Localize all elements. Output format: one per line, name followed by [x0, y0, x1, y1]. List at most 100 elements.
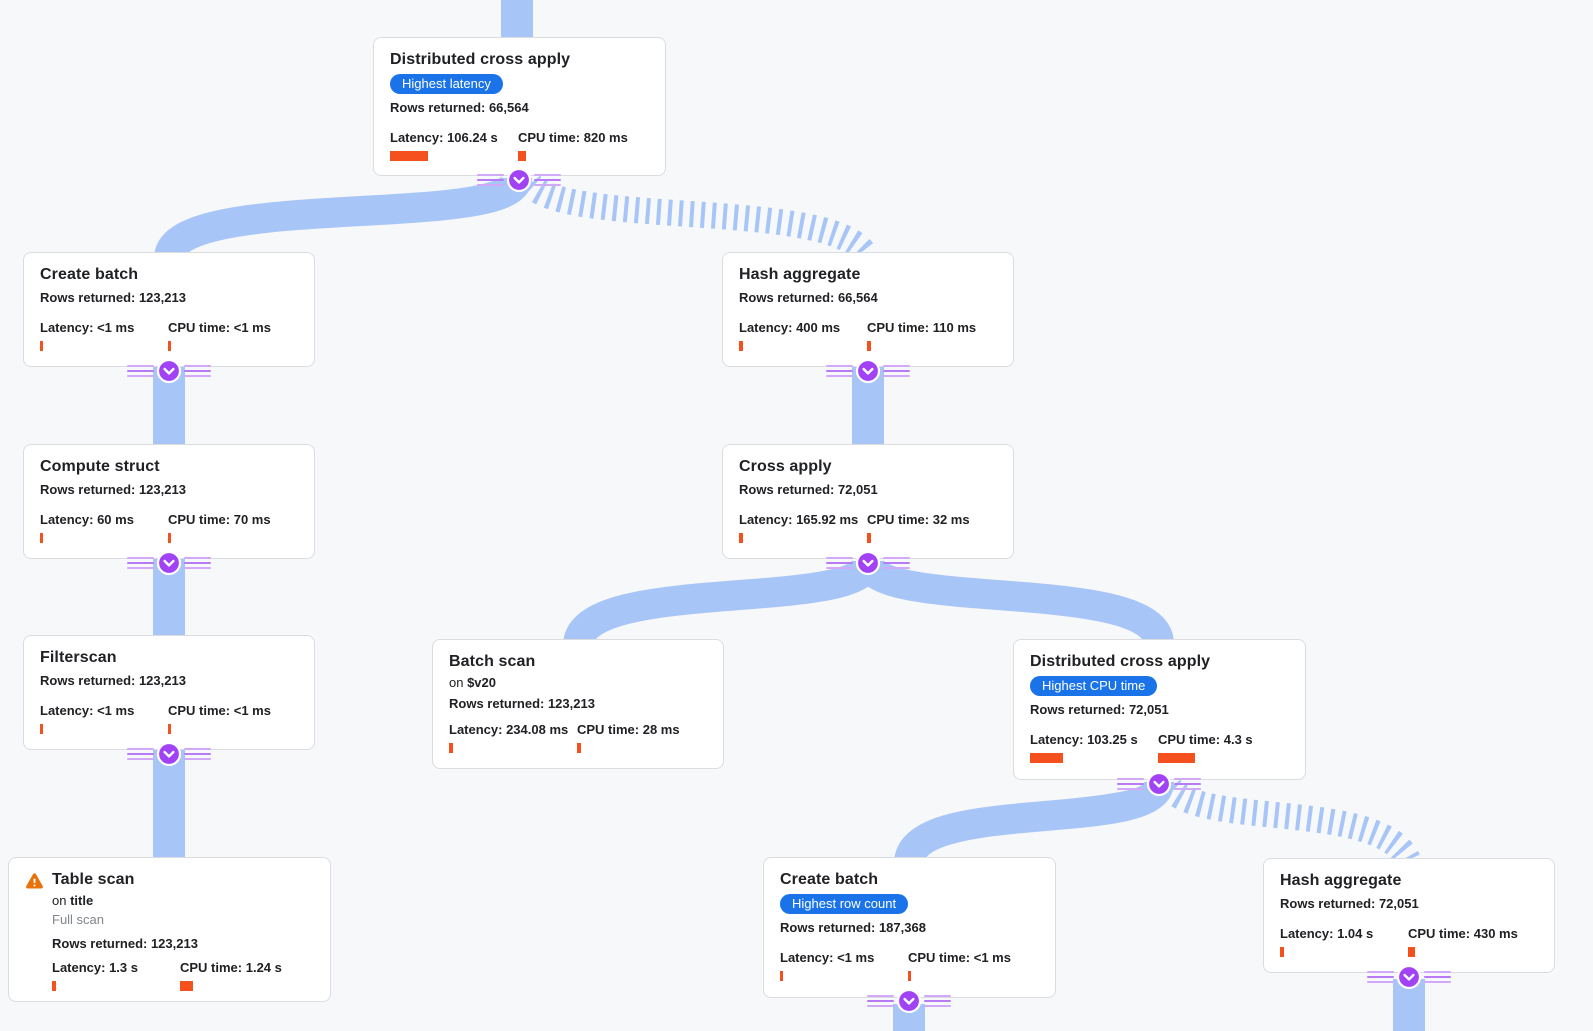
plan-node-distributed-cross-apply-right[interactable]: Distributed cross apply Highest CPU time…: [1013, 639, 1306, 780]
cpu-bar: [168, 341, 171, 351]
edge-dca-to-create-batch: [894, 778, 1174, 867]
cpu-bar: [867, 341, 871, 351]
cpu-bar: [168, 724, 171, 734]
cpu-bar: [577, 743, 581, 753]
cpu-metric: CPU time: 32 ms: [867, 512, 997, 543]
cpu-metric: CPU time: <1 ms: [168, 703, 298, 734]
cpu-metric: CPU time: 4.3 s: [1158, 732, 1289, 763]
expander-lines-right: [1424, 971, 1451, 983]
chevron-down-circle-icon: [855, 358, 881, 384]
node-title: Compute struct: [40, 458, 160, 475]
chevron-down-circle-icon: [855, 550, 881, 576]
chevron-down-circle-icon: [156, 358, 182, 384]
node-title: Create batch: [780, 871, 879, 888]
plan-node-hash-aggregate-bottom[interactable]: Hash aggregate Rows returned: 72,051 Lat…: [1263, 858, 1555, 973]
latency-metric: Latency: 1.04 s: [1280, 926, 1408, 957]
node-title: Distributed cross apply: [1030, 653, 1211, 670]
edge-root-to-create-batch: [154, 173, 532, 262]
highest-row-count-badge: Highest row count: [780, 894, 909, 914]
expander-lines-left: [867, 995, 894, 1007]
rows-returned: Rows returned: 66,564: [390, 100, 529, 115]
scan-target: on title: [52, 893, 94, 908]
expander-lines-right: [184, 557, 211, 569]
expander-lines-left: [127, 748, 154, 760]
plan-node-create-batch-bottom[interactable]: Create batch Highest row count Rows retu…: [763, 857, 1056, 998]
latency-metric: Latency: 60 ms: [40, 512, 168, 543]
chevron-down-circle-icon: [156, 550, 182, 576]
plan-node-compute-struct[interactable]: Compute struct Rows returned: 123,213 La…: [23, 444, 315, 559]
expander-lines-left: [477, 174, 504, 186]
node-title: Filterscan: [40, 649, 117, 666]
edge-cross-apply-to-batch-scan: [563, 557, 883, 649]
latency-bar: [40, 724, 43, 734]
rows-returned: Rows returned: 123,213: [449, 696, 595, 711]
expander-lines-left: [127, 365, 154, 377]
scan-target: on $v20: [449, 675, 496, 690]
plan-node-cross-apply[interactable]: Cross apply Rows returned: 72,051 Latenc…: [722, 444, 1014, 559]
latency-metric: Latency: 165.92 ms: [739, 512, 867, 543]
collapse-node-button-hash-aggregate-bottom[interactable]: [1367, 964, 1451, 990]
cpu-bar: [180, 981, 193, 991]
collapse-node-button-cross-apply[interactable]: [826, 550, 910, 576]
collapse-node-button-hash-aggregate-top[interactable]: [826, 358, 910, 384]
latency-bar: [52, 981, 56, 991]
node-title: Cross apply: [739, 458, 832, 475]
collapse-node-button-create-batch-left[interactable]: [127, 358, 211, 384]
expander-lines-left: [127, 557, 154, 569]
rows-returned: Rows returned: 72,051: [1280, 896, 1419, 911]
cpu-metric: CPU time: 28 ms: [577, 722, 707, 753]
edge-cross-apply-to-dca: [853, 556, 1175, 648]
latency-bar: [449, 743, 453, 753]
edge-dca-to-hash-aggregate: [1159, 778, 1420, 867]
plan-node-hash-aggregate-top[interactable]: Hash aggregate Rows returned: 66,564 Lat…: [722, 252, 1014, 367]
cpu-metric: CPU time: <1 ms: [908, 950, 1039, 981]
plan-node-filterscan[interactable]: Filterscan Rows returned: 123,213 Latenc…: [23, 635, 315, 750]
cpu-bar: [867, 533, 871, 543]
scan-type: Full scan: [52, 912, 105, 927]
chevron-down-circle-icon: [1146, 771, 1172, 797]
plan-node-distributed-cross-apply-root[interactable]: Distributed cross apply Highest latency …: [373, 37, 666, 176]
latency-metric: Latency: 1.3 s: [52, 960, 180, 991]
expander-lines-right: [534, 174, 561, 186]
cpu-bar: [1408, 947, 1415, 957]
expander-lines-left: [1367, 971, 1394, 983]
expander-lines-right: [883, 365, 910, 377]
chevron-down-circle-icon: [1396, 964, 1422, 990]
collapse-node-button-compute-struct[interactable]: [127, 550, 211, 576]
node-title: Table scan: [52, 871, 135, 888]
rows-returned: Rows returned: 66,564: [739, 290, 878, 305]
latency-bar: [1030, 753, 1063, 763]
collapse-node-button-root[interactable]: [477, 167, 561, 193]
expander-lines-right: [1174, 778, 1201, 790]
latency-bar: [739, 341, 743, 351]
rows-returned: Rows returned: 72,051: [1030, 702, 1169, 717]
cpu-metric: CPU time: 70 ms: [168, 512, 298, 543]
cpu-bar: [1158, 753, 1195, 763]
warning-icon: [26, 873, 43, 889]
collapse-node-button-create-batch-bottom[interactable]: [867, 988, 951, 1014]
rows-returned: Rows returned: 123,213: [40, 673, 186, 688]
latency-metric: Latency: <1 ms: [40, 703, 168, 734]
cpu-metric: CPU time: 820 ms: [518, 130, 649, 161]
cpu-bar: [168, 533, 171, 543]
edge-root-to-hash-aggregate: [519, 174, 878, 264]
cpu-metric: CPU time: 1.24 s: [180, 960, 314, 991]
node-title: Hash aggregate: [739, 266, 861, 283]
latency-metric: Latency: 400 ms: [739, 320, 867, 351]
latency-bar: [40, 533, 43, 543]
collapse-node-button-filterscan[interactable]: [127, 741, 211, 767]
node-title: Distributed cross apply: [390, 51, 571, 68]
node-title: Hash aggregate: [1280, 872, 1402, 889]
rows-returned: Rows returned: 123,213: [40, 482, 186, 497]
chevron-down-circle-icon: [506, 167, 532, 193]
highest-cpu-time-badge: Highest CPU time: [1030, 676, 1158, 696]
latency-metric: Latency: <1 ms: [40, 320, 168, 351]
cpu-metric: CPU time: 110 ms: [867, 320, 997, 351]
expander-lines-right: [184, 748, 211, 760]
rows-returned: Rows returned: 187,368: [780, 920, 926, 935]
plan-node-create-batch-left[interactable]: Create batch Rows returned: 123,213 Late…: [23, 252, 315, 367]
plan-node-batch-scan[interactable]: Batch scan on $v20 Rows returned: 123,21…: [432, 639, 724, 769]
plan-node-table-scan[interactable]: Table scan on title Full scan Rows retur…: [8, 857, 331, 1002]
latency-bar: [739, 533, 743, 543]
collapse-node-button-dca-right[interactable]: [1117, 771, 1201, 797]
